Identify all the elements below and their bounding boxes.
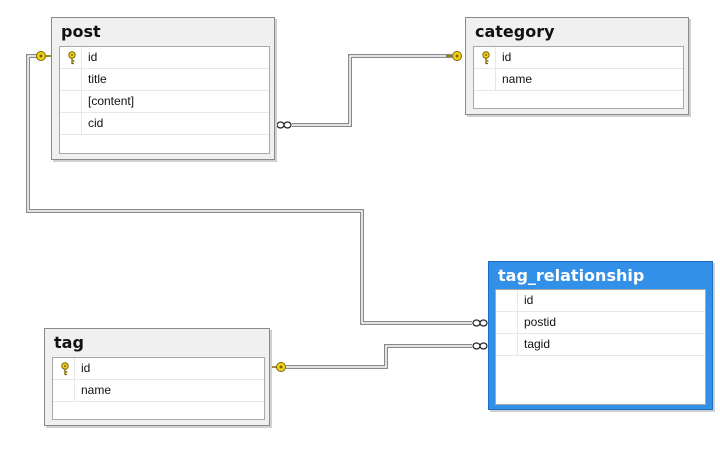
infinity-icon (472, 319, 488, 327)
column-row[interactable]: id (496, 290, 705, 312)
column-row[interactable]: id (53, 358, 264, 380)
column-name: tagid (524, 337, 551, 351)
relationship-tag-tag-relationship[interactable] (286, 344, 472, 369)
key-icon (446, 51, 462, 61)
column-row[interactable]: name (474, 69, 683, 91)
primary-key-icon (482, 51, 490, 65)
primary-key-icon (61, 362, 69, 376)
column-grid: id postid tagid (495, 289, 706, 405)
column-name: title (88, 72, 107, 86)
column-name: [content] (88, 94, 135, 108)
column-row[interactable]: title (60, 69, 269, 91)
column-name: id (502, 50, 512, 64)
key-icon (271, 362, 286, 372)
primary-key-icon (68, 51, 76, 65)
column-grid: id name (52, 357, 265, 420)
column-row[interactable]: tagid (496, 334, 705, 356)
column-name: id (88, 50, 98, 64)
column-name: postid (524, 315, 557, 329)
table-title: tag (54, 333, 84, 352)
table-title: category (475, 22, 555, 41)
table-tag[interactable]: tag id name (44, 328, 270, 426)
column-name: name (502, 72, 533, 86)
table-post[interactable]: post id title [content] cid (51, 17, 275, 160)
column-row[interactable]: [content] (60, 91, 269, 113)
infinity-icon (472, 342, 488, 350)
table-category[interactable]: category id name (465, 17, 689, 115)
infinity-icon (276, 121, 292, 129)
column-grid: id title [content] cid (59, 46, 270, 154)
column-row[interactable]: cid (60, 113, 269, 135)
column-grid: id name (473, 46, 684, 109)
column-row[interactable]: id (474, 47, 683, 69)
table-title: tag_relationship (498, 266, 645, 285)
column-row[interactable]: name (53, 380, 264, 402)
column-row[interactable]: postid (496, 312, 705, 334)
relationship-post-tag-relationship[interactable] (26, 54, 472, 325)
relationship-category-post[interactable] (292, 54, 452, 127)
table-tag-relationship[interactable]: tag_relationship id postid tagid (488, 261, 713, 410)
column-name: id (524, 293, 534, 307)
column-row[interactable]: id (60, 47, 269, 69)
column-name: cid (88, 116, 104, 130)
key-icon (36, 51, 51, 61)
table-title: post (61, 22, 101, 41)
column-name: id (81, 361, 91, 375)
column-name: name (81, 383, 112, 397)
